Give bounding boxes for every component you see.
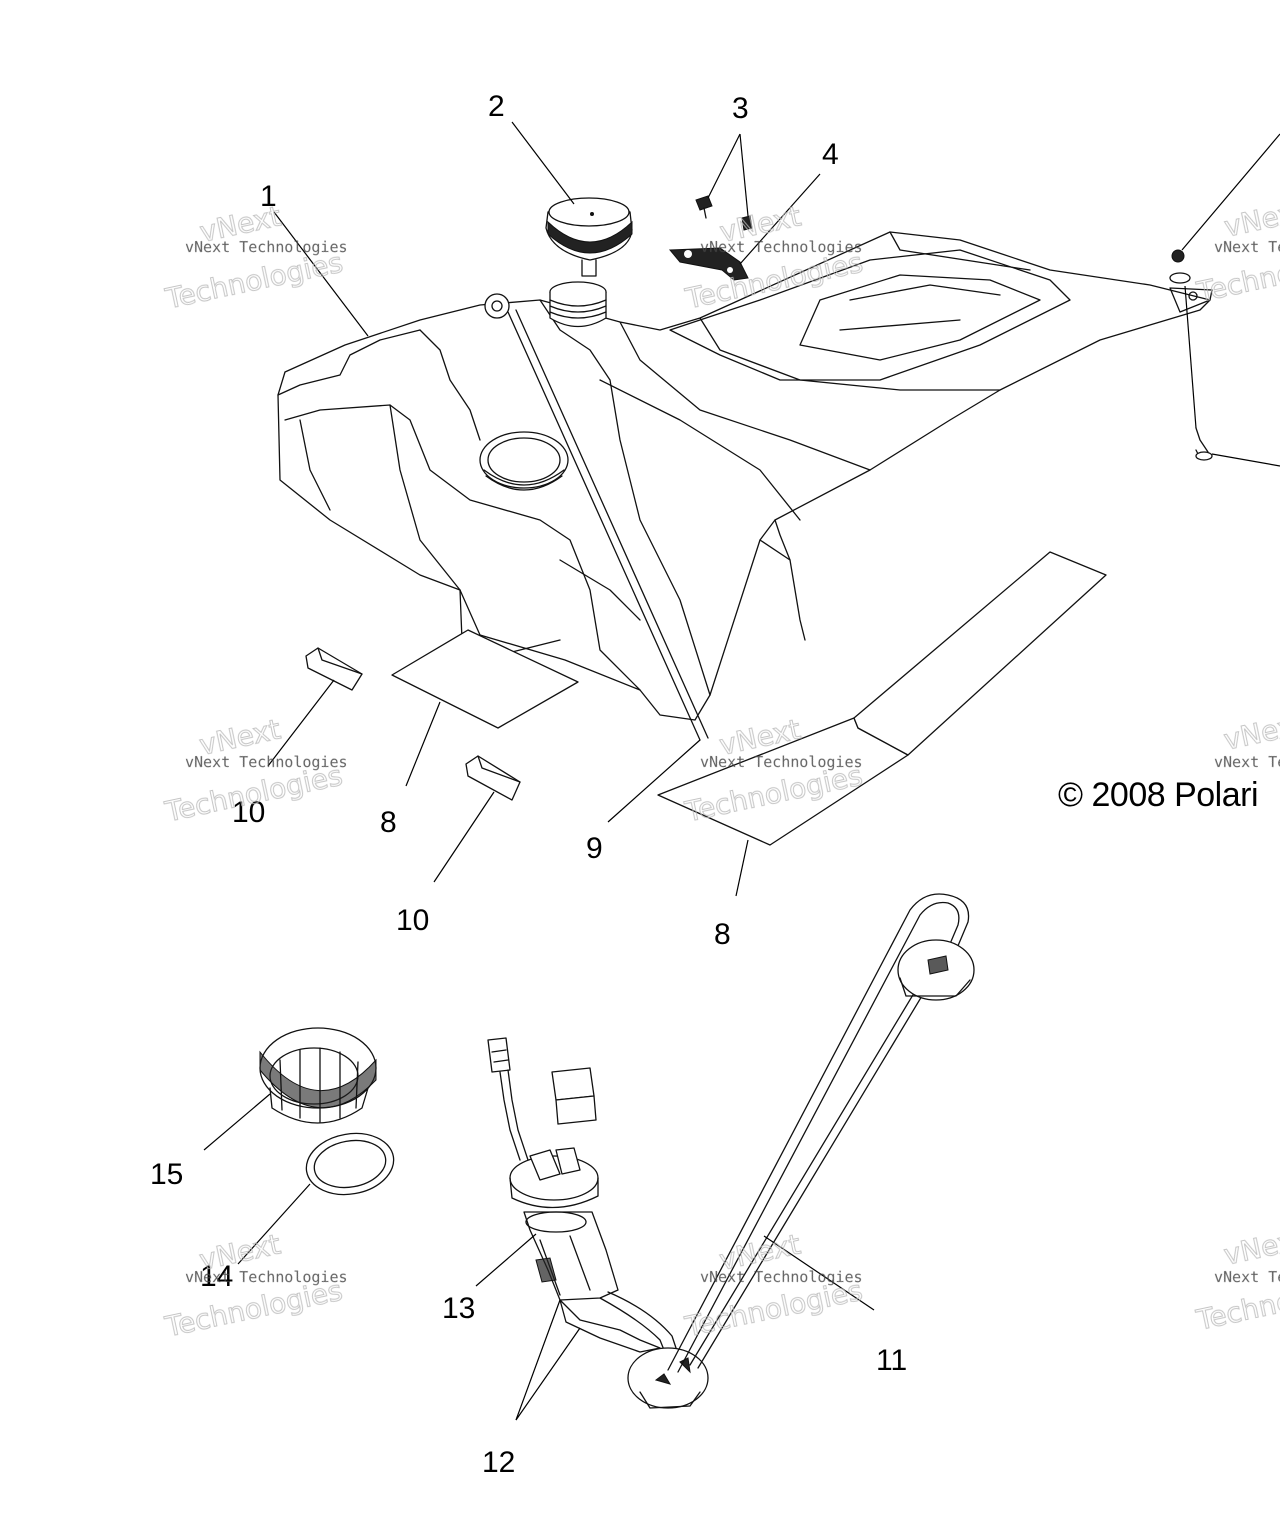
watermark-8: vNext Technologies vNext Technologies: [681, 1227, 866, 1344]
callout-11: 11: [876, 1344, 907, 1377]
callout-2: 2: [488, 90, 505, 123]
block-lower: [465, 755, 521, 801]
callout-10b: 10: [396, 904, 429, 937]
leader-lines: [203, 121, 1280, 1421]
gasket: [305, 1132, 395, 1196]
svg-text:vNext: vNext: [1221, 194, 1280, 243]
svg-text:vNext Technologies: vNext Technologies: [185, 238, 348, 256]
callout-8a: 8: [380, 806, 397, 839]
svg-text:vNext Technologies: vNext Technologies: [1214, 238, 1280, 256]
fasteners: [695, 195, 753, 231]
callout-8b: 8: [714, 918, 731, 951]
svg-text:vNext Technologies: vNext Technologies: [185, 753, 348, 771]
fuel-cap: [545, 197, 633, 277]
svg-text:vNext Technologies: vNext Technologies: [185, 1268, 348, 1286]
block-upper: [305, 647, 363, 691]
callout-4: 4: [822, 138, 839, 171]
right-fasteners: [1169, 249, 1213, 461]
watermark-1: vNext Technologies vNext Technologies: [161, 199, 348, 316]
callout-9: 9: [586, 832, 603, 865]
copyright-text: © 2008 Polari: [1058, 776, 1258, 814]
fuel-pump: [487, 1037, 709, 1409]
watermark-7: vNext Technologies vNext Technologies: [161, 1227, 348, 1344]
svg-text:vNext Technologies: vNext Technologies: [1214, 753, 1280, 771]
fuel-tank: [277, 231, 1213, 741]
fuel-line: [667, 893, 975, 1373]
svg-text:vNext: vNext: [1221, 1222, 1280, 1271]
svg-text:vNext Technologies: vNext Technologies: [700, 1268, 863, 1286]
svg-text:vNext: vNext: [1221, 707, 1280, 756]
pad-left: [391, 629, 579, 729]
svg-text:vNext Technologies: vNext Technologies: [700, 753, 863, 771]
watermark-9: vNext Technologies vNext Technologies: [1192, 1222, 1280, 1338]
bracket: [668, 247, 749, 281]
ring-nut: [259, 1027, 377, 1124]
callout-13: 13: [442, 1292, 475, 1325]
watermark-4: vNext Technologies vNext Technologies: [161, 712, 348, 829]
pad-right: [657, 551, 1107, 846]
callout-1: 1: [260, 180, 277, 213]
callout-labels: 1 2 3 4 8 8 9 10 10 11 12 13 14 15: [150, 90, 907, 1479]
callout-12: 12: [482, 1446, 515, 1479]
callout-14: 14: [200, 1260, 233, 1293]
callout-15: 15: [150, 1158, 183, 1191]
callout-10a: 10: [232, 796, 265, 829]
callout-3: 3: [732, 92, 749, 125]
svg-text:vNext Technologies: vNext Technologies: [1214, 1268, 1280, 1286]
svg-text:vNext Technologies: vNext Technologies: [700, 238, 863, 256]
